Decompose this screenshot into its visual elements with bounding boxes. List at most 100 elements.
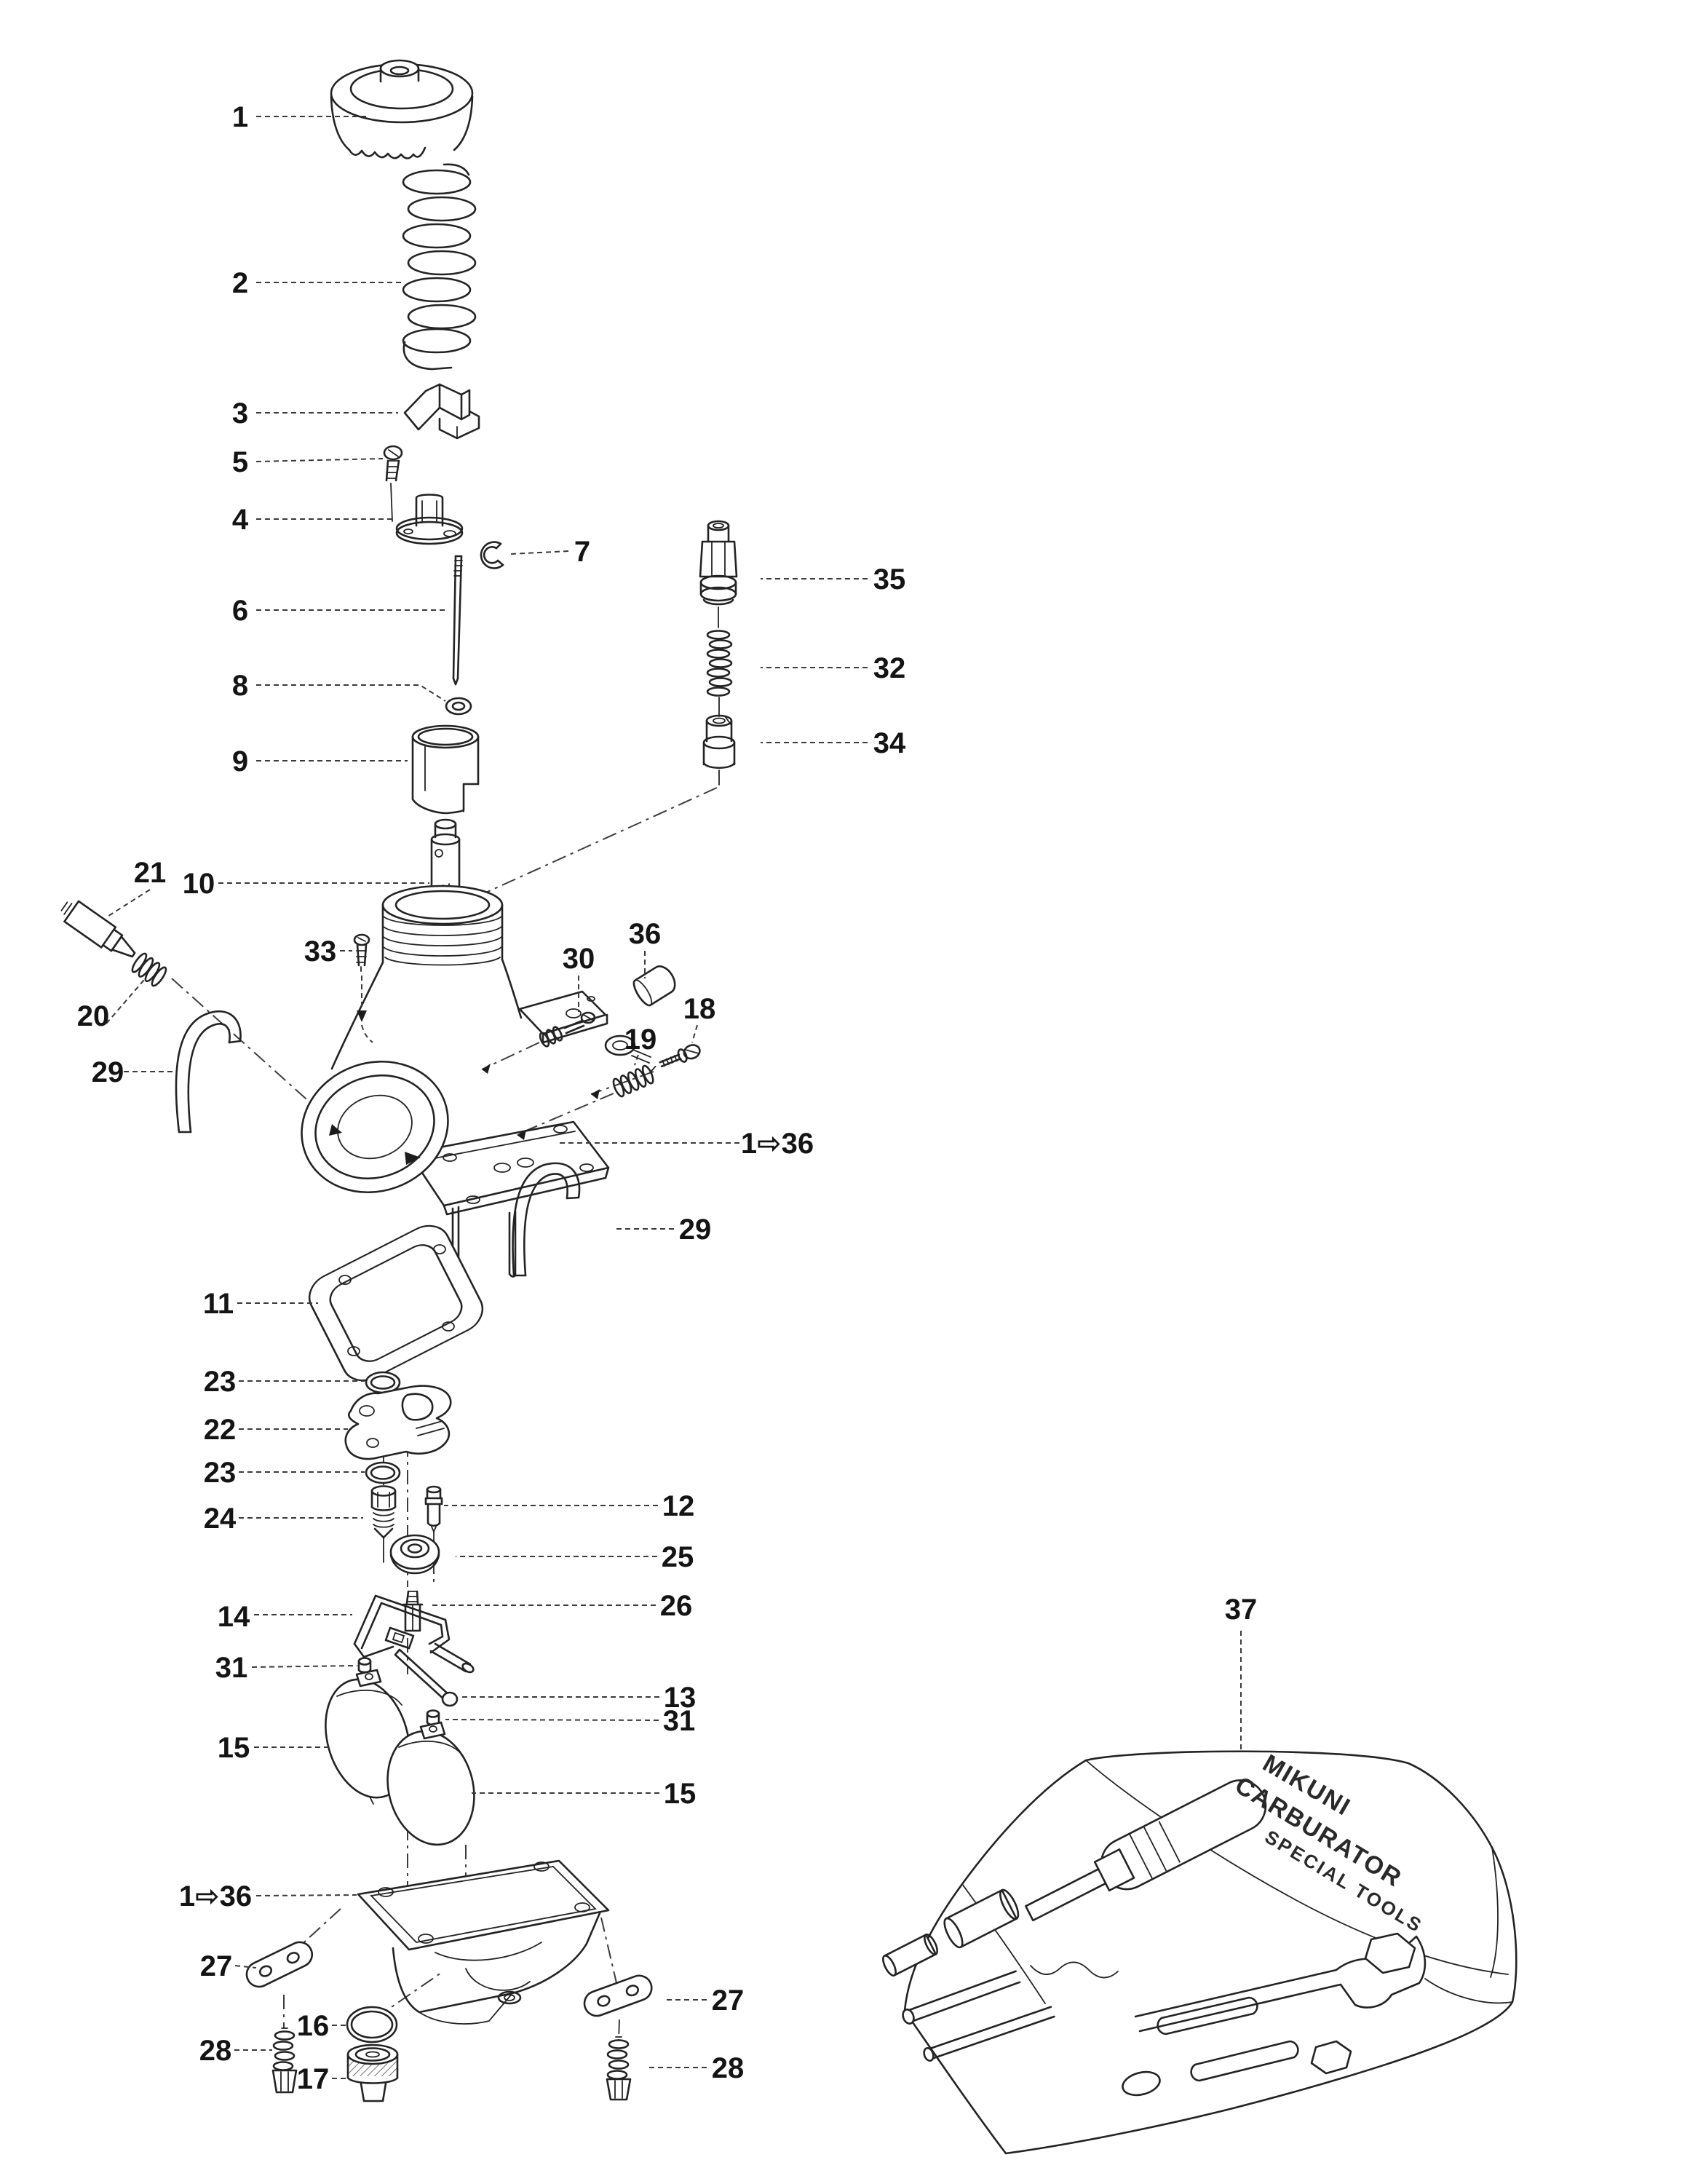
callout-37: 37 [1225, 1594, 1258, 1626]
callout-29L: 29 [92, 1056, 124, 1088]
part-18-air-screw [591, 1044, 701, 1099]
part-11-gasket [308, 1224, 484, 1382]
callout-35: 35 [873, 563, 906, 596]
knurled-tool [943, 1888, 1020, 1949]
part-30-stop-screw [482, 1011, 596, 1074]
callout-27R: 27 [712, 1985, 745, 2017]
callout-27L: 27 [200, 1950, 233, 1982]
callout-10: 10 [183, 868, 215, 900]
callout-5: 5 [232, 446, 248, 478]
leader-136L [255, 1894, 357, 1896]
part-27-bracket-left [245, 1941, 313, 1988]
callout-4: 4 [232, 504, 249, 536]
rod-tool-1 [902, 1970, 1021, 2025]
callout-136L: 1⇨36 [179, 1880, 252, 1912]
callout-36: 36 [629, 918, 662, 950]
callout-24: 24 [204, 1503, 237, 1535]
callout-1: 1 [232, 101, 248, 133]
part-34-cable-end [702, 714, 736, 786]
part-carburetor-body [301, 885, 651, 1278]
part-28-screw-left [271, 2027, 298, 2094]
part-13-float-pin [394, 1648, 459, 1707]
part-1-top-cap [330, 59, 474, 159]
callout-17: 17 [297, 2063, 330, 2095]
callout-8: 8 [232, 670, 248, 702]
part-32-adjuster-spring [706, 630, 733, 717]
leader-5 [255, 458, 384, 462]
part-26-needle-valve [402, 1590, 424, 1632]
callout-30: 30 [563, 943, 595, 975]
callout-11: 11 [203, 1288, 234, 1320]
part-float-bowl [357, 1859, 610, 2025]
callout-15a: 15 [218, 1732, 250, 1764]
part-7-e-clip [480, 541, 504, 569]
part-23-oring-lower [365, 1461, 401, 1484]
callout-136R: 1⇨36 [741, 1128, 814, 1160]
leader-31a [251, 1665, 358, 1668]
callout-13: 13 [664, 1682, 697, 1714]
part-2-return-spring [402, 163, 477, 371]
part-14-float-arm [353, 1594, 475, 1674]
part-6-jet-needle [452, 555, 463, 686]
part-12-pilot-jet [424, 1485, 443, 1534]
callout-32: 32 [873, 652, 906, 684]
part-9-throttle-slide [411, 724, 480, 815]
part-25-valve-seat [389, 1534, 440, 1575]
part-23-oring-upper [365, 1371, 401, 1394]
callout-9: 9 [232, 745, 248, 778]
leader-21 [106, 889, 151, 918]
callout-33: 33 [304, 935, 337, 968]
callout-29R: 29 [679, 1214, 712, 1246]
callout-2: 2 [232, 267, 248, 299]
part-24-main-jet [370, 1485, 397, 1563]
callout-18: 18 [683, 993, 716, 1025]
callout-7: 7 [574, 536, 590, 568]
callout-16: 16 [297, 2010, 330, 2042]
part-27-bracket-right [583, 1974, 653, 2017]
callout-25: 25 [662, 1541, 694, 1573]
socket-tool [882, 1934, 938, 1977]
rod-tool-2 [923, 2006, 1055, 2062]
part-4-needle-retainer [395, 494, 464, 545]
part-29-vent-hose-right [512, 1162, 581, 1277]
part-35-cable-adjuster [699, 520, 738, 628]
part-33-screw [353, 933, 373, 1043]
callout-14: 14 [218, 1601, 250, 1633]
part-36-rubber-cap [632, 965, 676, 1007]
screwdriver [1025, 1779, 1267, 1922]
part-31-cap-left [357, 1657, 372, 1674]
part-5-screw [383, 445, 403, 522]
part-21-cable-adjuster [60, 900, 136, 958]
leader-27L [234, 1965, 257, 1969]
callout-21: 21 [134, 857, 167, 889]
callout-20: 20 [77, 1000, 110, 1032]
part-20-adjuster-spring [131, 952, 167, 987]
callout-31b: 31 [663, 1705, 696, 1737]
part-37-tool-kit: MIKUNI CARBURATOR SPECIAL TOOLS [882, 1749, 1518, 2155]
callout-28L: 28 [199, 2035, 232, 2067]
part-19-air-screw-spring [517, 1064, 656, 1140]
leader-8 [256, 684, 446, 702]
part-17-drain-plug [346, 2043, 399, 2102]
callout-31a: 31 [215, 1652, 248, 1684]
callout-34: 34 [873, 727, 906, 759]
callout-3: 3 [232, 397, 248, 430]
callout-22: 22 [204, 1414, 237, 1446]
leader-19 [634, 1054, 639, 1066]
leader-20 [106, 979, 145, 1024]
part-28-screw-right [606, 2036, 632, 2101]
callout-26: 26 [660, 1590, 693, 1622]
part-15-float-right [386, 1721, 475, 1846]
leader-7 [510, 550, 569, 555]
part-16-drain-oring [346, 2006, 398, 2043]
part-22-baffle-plate [344, 1385, 452, 1460]
wrench [1134, 1932, 1427, 2033]
part-8-washer [445, 697, 472, 716]
callout-28R: 28 [712, 2052, 745, 2084]
part-29-vent-hose-left [175, 1010, 242, 1133]
callout-15b: 15 [664, 1778, 697, 1810]
callout-6: 6 [232, 595, 248, 627]
